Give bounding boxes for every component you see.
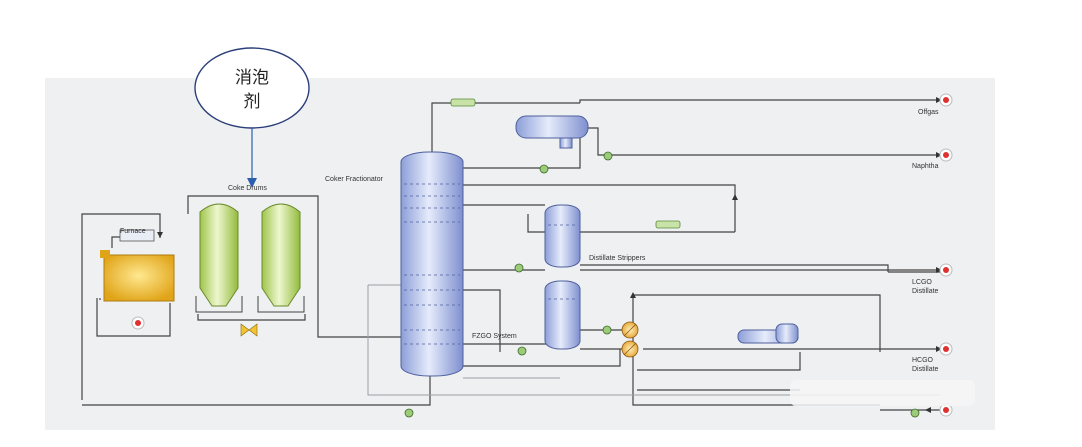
lcgo-marker — [939, 263, 953, 277]
distillate-strippers-label: Distillate Strippers — [589, 255, 646, 262]
furnace-label: Furnace — [120, 228, 146, 235]
hcgo-label: HCGO — [912, 357, 934, 364]
hcgo-marker — [939, 342, 953, 356]
antifoam-callout: 消泡 剂 — [194, 47, 310, 188]
offgas-marker — [939, 93, 953, 107]
offgas-label: Offgas — [918, 109, 939, 116]
coke-drum-2 — [257, 203, 305, 313]
hcgo-sub-label: Distillate — [912, 366, 939, 373]
drum-switch-valve — [240, 323, 258, 337]
callout-line-1: 消泡 — [235, 68, 269, 88]
coke-drums-label: Coke Drums — [228, 185, 267, 192]
furnace — [100, 229, 175, 302]
heat-exchanger-1 — [621, 321, 639, 339]
distillate-stripper-lower — [544, 280, 581, 350]
flow-arrows — [157, 97, 942, 413]
hcgo-drum — [737, 323, 799, 344]
overhead-accumulator — [515, 115, 589, 149]
heat-exchanger-2 — [621, 340, 639, 358]
coker-fractionator-label: Coker Fractionator — [325, 176, 384, 183]
distillate-stripper-upper — [544, 204, 581, 268]
secondary-piping — [367, 284, 940, 396]
blurred-watermark — [790, 380, 975, 406]
air-coolers — [450, 98, 681, 229]
naphtha-marker — [939, 148, 953, 162]
fzgo-system-label: FZGO System — [472, 333, 517, 340]
furnace-product-marker — [131, 316, 145, 330]
callout-line-2: 剂 — [244, 92, 261, 112]
lcgo-sub-label: Distillate — [912, 288, 939, 295]
coker-fractionator — [400, 151, 464, 377]
pumps — [404, 151, 920, 418]
coke-drum-1 — [195, 203, 243, 313]
lcgo-label: LCGO — [912, 279, 932, 286]
naphtha-label: Naphtha — [912, 163, 939, 170]
